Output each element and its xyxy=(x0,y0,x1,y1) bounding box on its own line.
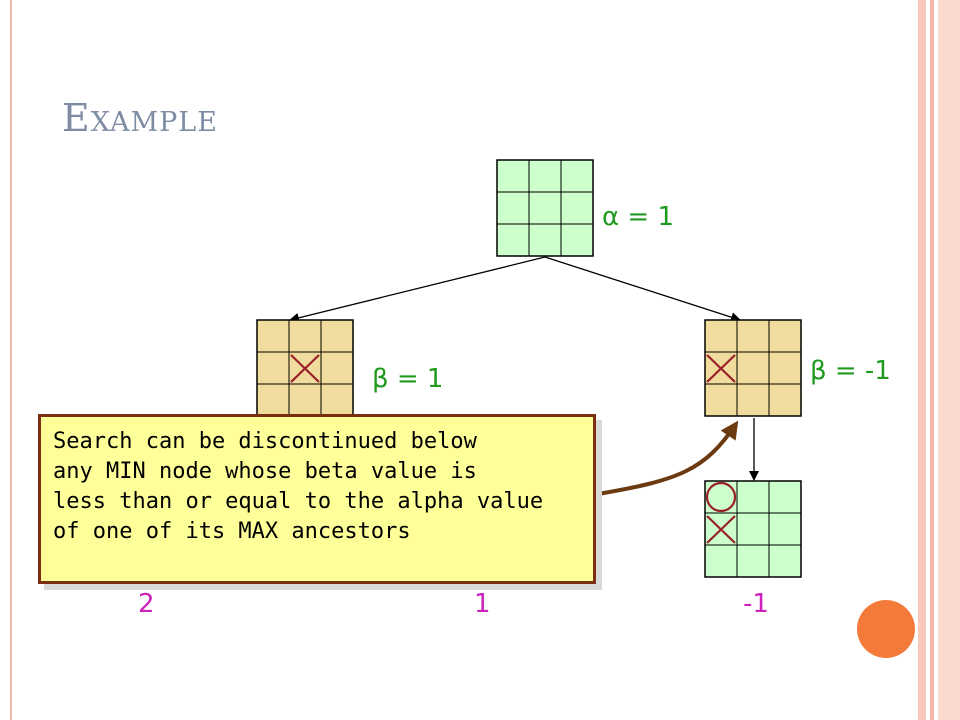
page-title: Example xyxy=(62,96,218,140)
root-board xyxy=(496,159,594,257)
o-mark-icon xyxy=(705,481,737,513)
leaf-value-1: 2 xyxy=(138,589,155,619)
leaf-value-3: -1 xyxy=(743,589,769,619)
right-border-band-3 xyxy=(938,0,960,720)
slide-decoration-dot xyxy=(857,600,915,658)
left-beta-label: β = 1 xyxy=(372,364,444,394)
edge-root-left xyxy=(289,256,546,323)
edge-root-right xyxy=(544,256,741,322)
x-mark-icon xyxy=(706,354,736,383)
right-border-band-2 xyxy=(930,0,934,720)
leaf-value-2: 1 xyxy=(474,589,491,619)
callout-line-4: of one of its MAX ancestors xyxy=(53,519,411,544)
right-min-board xyxy=(704,319,802,417)
callout-arrow xyxy=(597,420,739,496)
right-beta-label: β = -1 xyxy=(810,356,891,386)
callout-line-3: less than or equal to the alpha value xyxy=(53,489,544,514)
x-mark-icon xyxy=(706,515,736,544)
root-alpha-label: α = 1 xyxy=(602,202,674,232)
callout-box: Search can be discontinued below any MIN… xyxy=(38,414,596,584)
x-mark-icon xyxy=(290,354,320,383)
left-min-board xyxy=(256,319,354,417)
right-border-band-1 xyxy=(918,0,926,720)
callout-line-1: Search can be discontinued below xyxy=(53,429,477,454)
callout-line-2: any MIN node whose beta value is xyxy=(53,459,477,484)
right-leaf-board xyxy=(704,480,802,578)
left-border-line xyxy=(10,0,12,720)
